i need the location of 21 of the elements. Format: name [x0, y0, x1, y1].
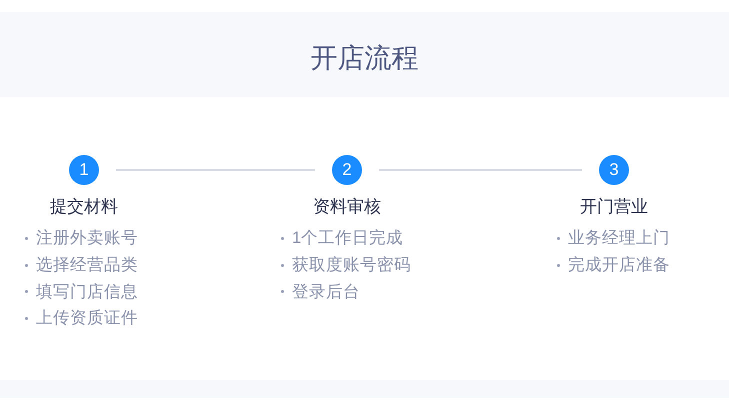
step-title: 提交材料	[50, 196, 118, 218]
list-item-text: 获取度账号密码	[292, 255, 411, 276]
step-title: 资料审核	[313, 196, 381, 218]
step-circle	[332, 155, 362, 185]
list-item-text: 选择经营品类	[36, 255, 138, 276]
diagram-title: 开店流程	[310, 42, 418, 75]
connector-line	[379, 169, 582, 171]
step-number: 2	[342, 160, 352, 180]
step-circle	[69, 155, 99, 185]
step-number: 3	[609, 160, 619, 180]
step-title: 开门营业	[580, 196, 648, 218]
list-item-text: 完成开店准备	[568, 255, 670, 276]
list-item-text: 业务经理上门	[568, 228, 670, 250]
list-item-text: 1个工作日完成	[292, 228, 404, 250]
list-item-text: 注册外卖账号	[36, 228, 138, 250]
connector-line	[116, 169, 315, 171]
step-circle	[599, 155, 629, 185]
step-number: 1	[79, 160, 89, 180]
list-item-text: 登录后台	[292, 282, 360, 303]
list-item-text: 填写门店信息	[36, 282, 138, 303]
list-item-text: 上传资质证件	[36, 308, 138, 330]
